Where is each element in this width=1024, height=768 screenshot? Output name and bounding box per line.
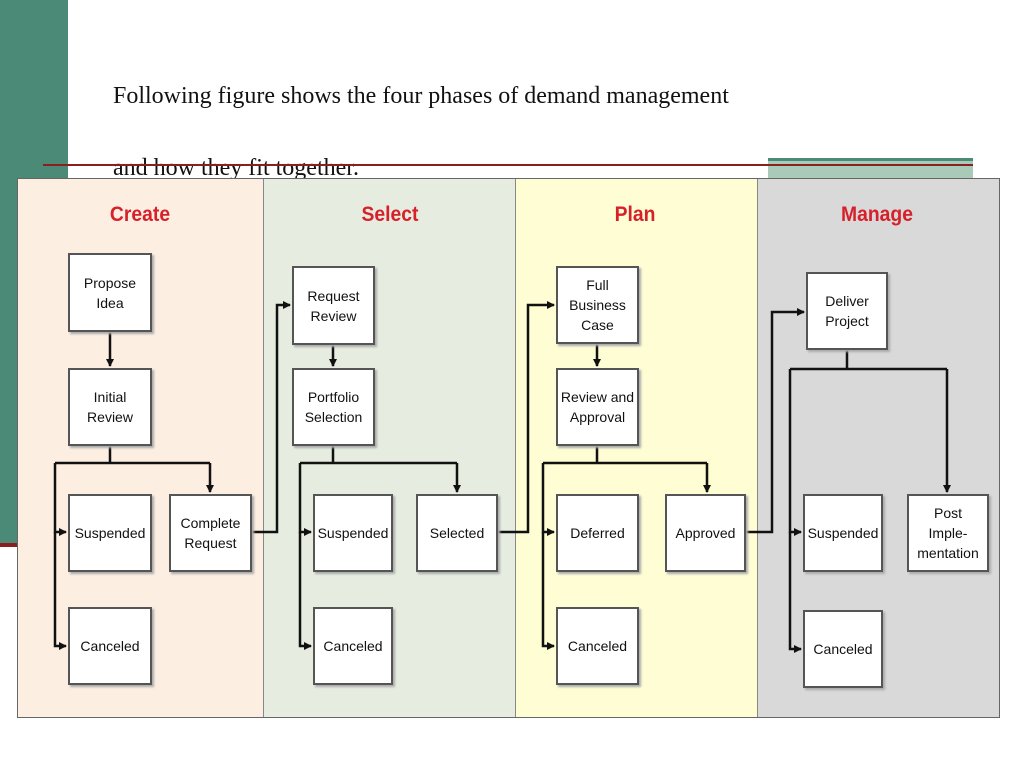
connector-deliver-branch [790,350,947,371]
connector-initial-branch [55,446,210,465]
box-deliver-project: Deliver Project [806,272,888,350]
connector-review-branch [543,446,707,465]
box-deferred: Deferred [556,494,639,572]
connector-complete-to-request-review [252,301,291,534]
connector-to-select-canceled [298,532,312,650]
box-complete-request: Complete Request [169,494,252,572]
connector-selected-to-business-case [498,301,555,534]
box-manage-canceled: Canceled [803,610,883,688]
connector-to-manage-canceled [788,532,802,653]
box-review-and-approval: Review and Approval [556,368,639,446]
box-manage-suspended: Suspended [803,494,883,572]
phase-title-manage: Manage [841,203,913,226]
intro-text: Following figure shows the four phases o… [113,60,973,204]
box-create-canceled: Canceled [68,607,152,685]
phase-title-select: Select [361,203,419,226]
accent-red-stub [0,543,20,547]
phase-title-plan: Plan [614,203,656,226]
box-approved: Approved [665,494,746,572]
connector-to-create-suspended [53,463,67,536]
box-create-suspended: Suspended [68,494,152,572]
connector-approved-to-deliver [746,308,805,534]
box-propose-idea: Propose Idea [68,253,152,332]
box-portfolio-selection: Portfolio Selection [292,368,375,446]
box-request-review: Request Review [292,266,375,345]
connector-to-plan-canceled [541,532,555,650]
box-full-business-case: Full Business Case [556,266,639,344]
title-rule [43,164,973,166]
box-selected: Selected [416,494,498,572]
intro-line-1: Following figure shows the four phases o… [113,83,729,109]
phase-title-create: Create [109,203,171,226]
connector-to-select-suspended [298,463,312,536]
intro-line-2: and how they fit together. [113,155,359,181]
connector-to-create-canceled [53,532,67,650]
connector-portfolio-branch [300,446,457,465]
box-select-suspended: Suspended [313,494,393,572]
connector-to-manage-suspended [788,369,802,536]
accent-green-block [768,158,973,180]
box-post-implementation: Post Imple- mentation [907,494,989,572]
box-initial-review: Initial Review [68,368,152,446]
box-plan-canceled: Canceled [556,607,639,685]
box-select-canceled: Canceled [313,607,393,685]
connector-to-deferred [541,463,555,536]
